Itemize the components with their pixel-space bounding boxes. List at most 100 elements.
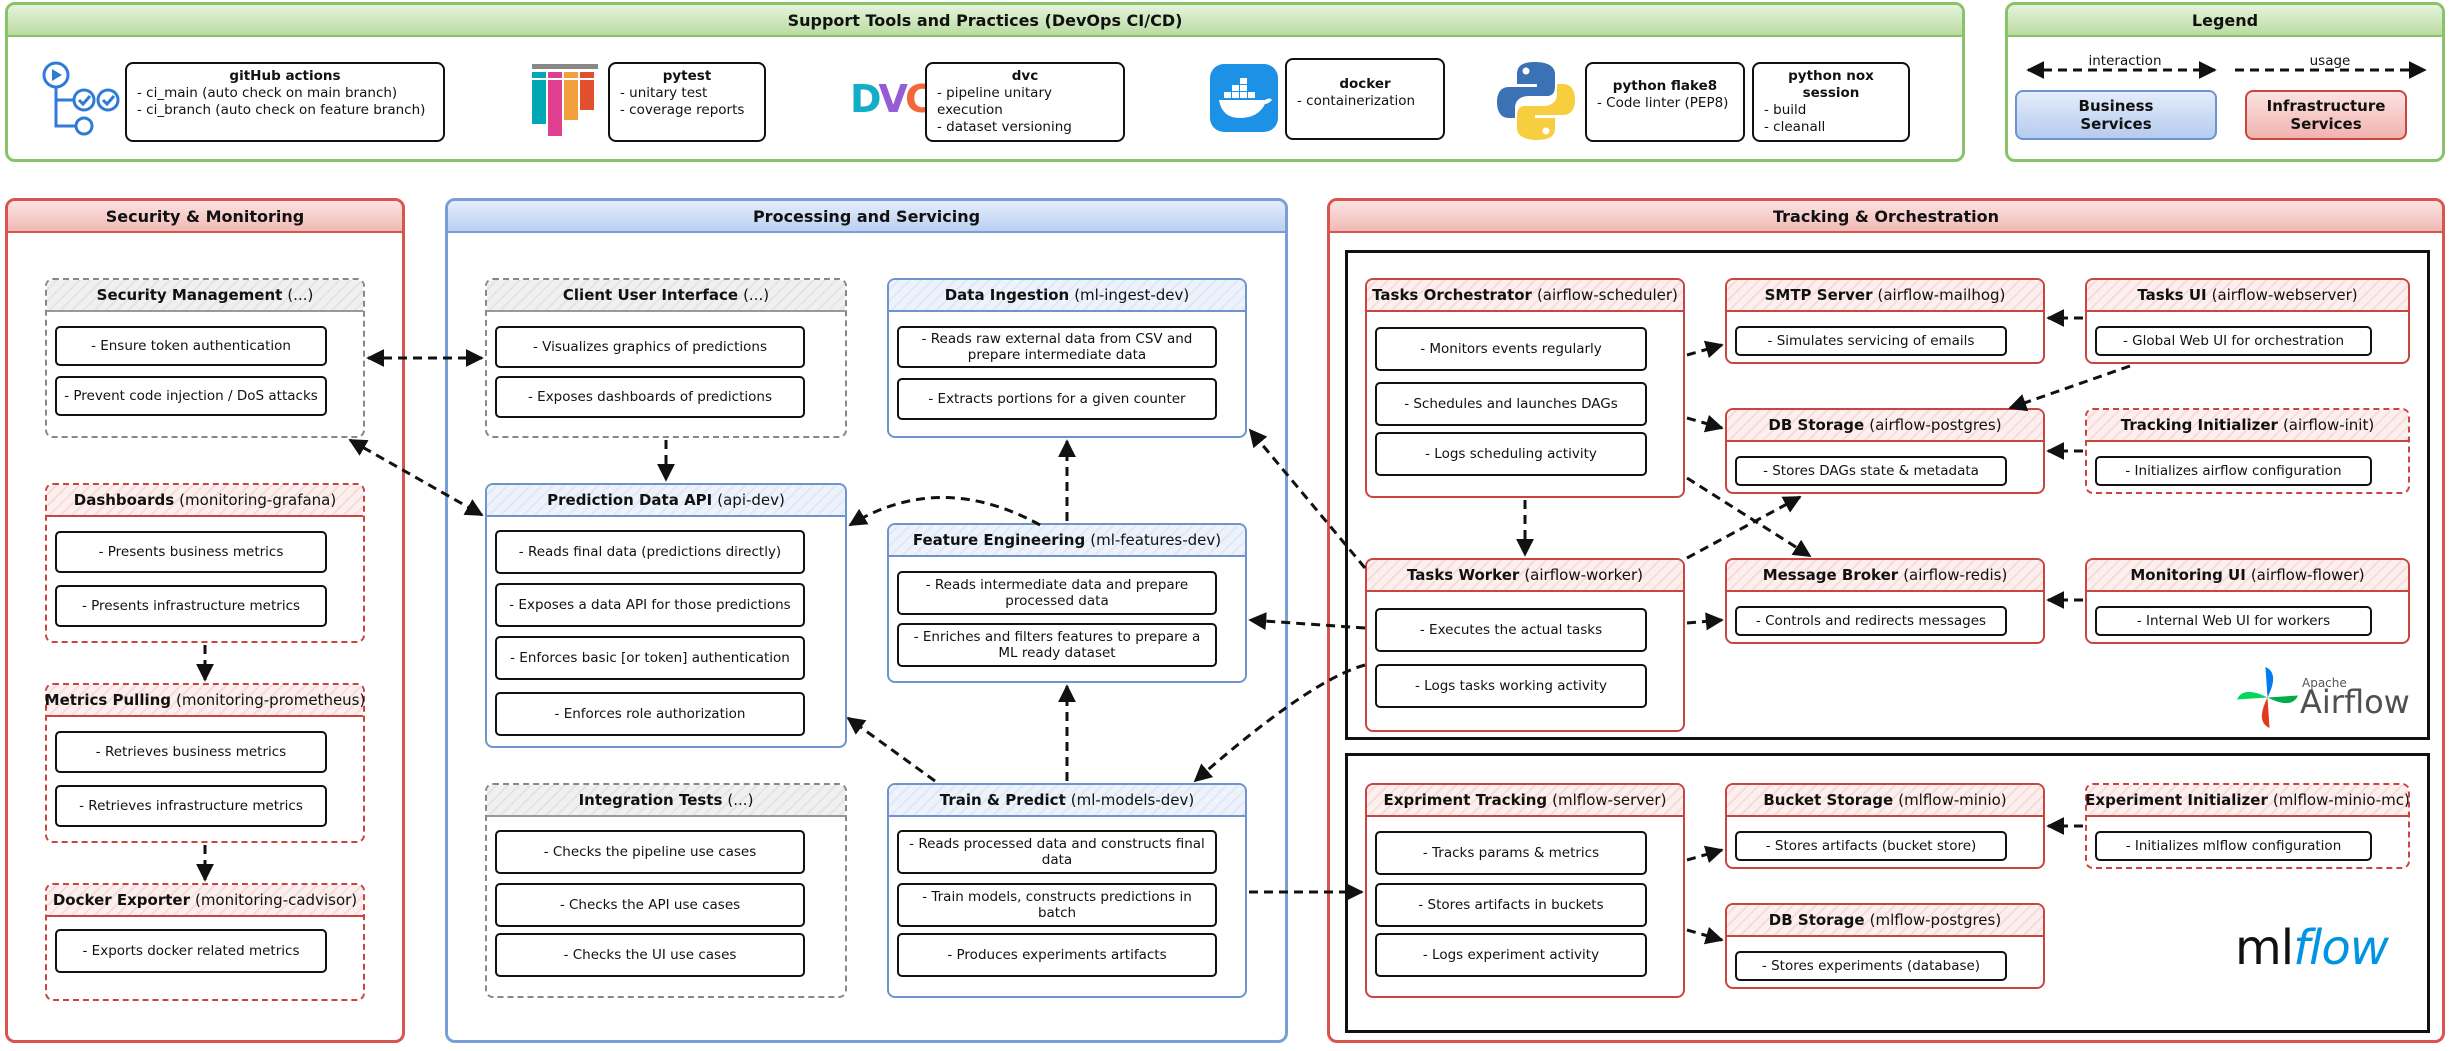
- service-task: - Logs experiment activity: [1375, 933, 1647, 977]
- service-task: - Stores artifacts in buckets: [1375, 883, 1647, 927]
- airflow-frame: [1345, 250, 2430, 740]
- service-task: - Internal Web UI for workers: [2095, 606, 2372, 636]
- tracking-orchestration-title: Tracking & Orchestration: [1330, 201, 2442, 233]
- dvc-box: dvc - pipeline unitary execution - datas…: [925, 62, 1125, 142]
- feature-engineering-service: Feature Engineering(ml-features-dev) - R…: [887, 523, 1247, 683]
- service-task: - Enriches and filters features to prepa…: [897, 623, 1217, 667]
- integration-tests-service: Integration Tests(...) - Checks the pipe…: [485, 783, 847, 998]
- orchestrator-broker-arrow: [1686, 476, 1812, 558]
- tasksui-db-arrow: [2008, 364, 2131, 412]
- service-task: - Monitors events regularly: [1375, 327, 1647, 371]
- dashboards-service: Dashboards(monitoring-grafana) - Present…: [45, 483, 365, 643]
- mlflow-logo-ml: ml: [2235, 920, 2294, 976]
- service-task: - Checks the pipeline use cases: [495, 830, 805, 874]
- smtp-server-service: SMTP Server(airflow-mailhog) - Simulates…: [1725, 278, 2045, 364]
- service-task: - Tracks params & metrics: [1375, 831, 1647, 875]
- support-tools-title: Support Tools and Practices (DevOps CI/C…: [8, 5, 1962, 37]
- experiment-db-arrow: [1686, 926, 1724, 945]
- service-task: - Initializes airflow configuration: [2095, 456, 2372, 486]
- service-task: - Executes the actual tasks: [1375, 608, 1647, 652]
- service-task: - Visualizes graphics of predictions: [495, 326, 805, 368]
- train-predict-service: Train & Predict(ml-models-dev) - Reads p…: [887, 783, 1247, 998]
- service-task: - Exposes a data API for those predictio…: [495, 583, 805, 627]
- monitoring-ui-service: Monitoring UI(airflow-flower) - Internal…: [2085, 558, 2410, 644]
- service-task: - Logs scheduling activity: [1375, 432, 1647, 476]
- airflow-logo-small: Apache: [2302, 676, 2347, 690]
- service-task: - Produces experiments artifacts: [897, 933, 1217, 977]
- service-task: - Reads final data (predictions directly…: [495, 530, 805, 574]
- tasks-orchestrator-service: Tasks Orchestrator(airflow-scheduler) - …: [1365, 278, 1685, 498]
- python-flake8-box: python flake8 - Code linter (PEP8): [1585, 62, 1745, 142]
- orchestrator-smtp-arrow: [1686, 340, 1724, 359]
- legend-usage-label: usage: [2309, 53, 2351, 69]
- service-task: - Enforces basic [or token] authenticati…: [495, 636, 805, 680]
- python-nox-box: python nox session - build - cleanall: [1752, 62, 1910, 142]
- service-task: - Enforces role authorization: [495, 692, 805, 736]
- docker-box: docker - containerization: [1285, 58, 1445, 140]
- bucket-storage-service: Bucket Storage(mlflow-minio) - Stores ar…: [1725, 783, 2045, 869]
- airflow-db-storage-service: DB Storage(airflow-postgres) - Stores DA…: [1725, 408, 2045, 494]
- airflow-logo-icon: [2237, 667, 2298, 728]
- pytest-box: pytest - unitary test - coverage reports: [608, 62, 766, 142]
- train-api-arrow: [846, 716, 936, 783]
- service-task: - Checks the API use cases: [495, 883, 805, 927]
- worker-broker-arrow: [1686, 612, 1724, 631]
- mlflow-logo-flow: flow: [2293, 920, 2389, 976]
- features-api-arrow: [848, 496, 1041, 527]
- github-actions-box: gitHub actions - ci_main (auto check on …: [125, 62, 445, 142]
- legend-infrastructure-box: Infrastructure Services: [2245, 90, 2407, 140]
- service-task: - Schedules and launches DAGs: [1375, 382, 1647, 426]
- service-task: - Initializes mlflow configuration: [2095, 831, 2372, 861]
- mlflow-db-storage-service: DB Storage(mlflow-postgres) - Stores exp…: [1725, 903, 2045, 989]
- service-task: - Reads processed data and constructs fi…: [897, 830, 1217, 874]
- client-user-interface-service: Client User Interface(...) - Visualizes …: [485, 278, 847, 438]
- service-task: - Prevent code injection / DoS attacks: [55, 376, 327, 416]
- service-task: - Reads intermediate data and prepare pr…: [897, 571, 1217, 615]
- service-task: - Stores DAGs state & metadata: [1735, 456, 2007, 486]
- service-task: - Retrieves business metrics: [55, 731, 327, 773]
- service-task: - Checks the UI use cases: [495, 933, 805, 977]
- prediction-data-api-service: Prediction Data API(api-dev) - Reads fin…: [485, 483, 847, 748]
- processing-servicing-title: Processing and Servicing: [448, 201, 1285, 233]
- legend-business-box: Business Services: [2015, 90, 2217, 140]
- data-ingestion-service: Data Ingestion(ml-ingest-dev) - Reads ra…: [887, 278, 1247, 438]
- mlflow-logo: mlflow: [2235, 920, 2389, 976]
- github-actions-icon: [42, 61, 120, 136]
- service-task: - Retrieves infrastructure metrics: [55, 785, 327, 827]
- experiment-bucket-arrow: [1686, 845, 1724, 864]
- security-api-arrow: [348, 438, 484, 517]
- legend-title: Legend: [2008, 5, 2442, 37]
- service-task: - Stores artifacts (bucket store): [1735, 831, 2007, 861]
- security-management-service: Security Management(...) - Ensure token …: [45, 278, 365, 438]
- service-task: - Global Web UI for orchestration: [2095, 326, 2372, 356]
- security-monitoring-title: Security & Monitoring: [8, 201, 402, 233]
- tasks-ui-service: Tasks UI(airflow-webserver) - Global Web…: [2085, 278, 2410, 364]
- message-broker-service: Message Broker(airflow-redis) - Controls…: [1725, 558, 2045, 644]
- service-task: - Presents business metrics: [55, 531, 327, 573]
- service-task: - Extracts portions for a given counter: [897, 378, 1217, 420]
- service-task: - Logs tasks working activity: [1375, 664, 1647, 708]
- worker-db-arrow: [1686, 495, 1802, 560]
- worker-train-arrow: [1193, 663, 1366, 783]
- python-icon: [1497, 62, 1575, 140]
- metrics-pulling-service: Metrics Pulling(monitoring-prometheus) -…: [45, 683, 365, 843]
- service-task: - Simulates servicing of emails: [1735, 326, 2007, 356]
- pytest-icon: [532, 64, 598, 136]
- service-task: - Exposes dashboards of predictions: [495, 376, 805, 418]
- tracking-initializer-service: Tracking Initializer(airflow-init) - Ini…: [2085, 408, 2410, 494]
- docker-icon: [1210, 64, 1278, 132]
- service-task: - Controls and redirects messages: [1735, 606, 2007, 636]
- airflow-logo-text: Airflow: [2300, 683, 2410, 721]
- orchestrator-db-arrow: [1686, 414, 1724, 433]
- experiment-initializer-service: Experiment Initializer(mlflow-minio-mc) …: [2085, 783, 2410, 869]
- service-task: - Train models, constructs predictions i…: [897, 883, 1217, 927]
- service-task: - Reads raw external data from CSV and p…: [897, 326, 1217, 368]
- tasks-worker-service: Tasks Worker(airflow-worker) - Executes …: [1365, 558, 1685, 732]
- experiment-tracking-service: Expriment Tracking(mlflow-server) - Trac…: [1365, 783, 1685, 998]
- service-task: - Stores experiments (database): [1735, 951, 2007, 981]
- service-task: - Presents infrastructure metrics: [55, 585, 327, 627]
- service-task: - Ensure token authentication: [55, 326, 327, 366]
- worker-ingest-arrow: [1248, 428, 1367, 569]
- worker-features-arrow: [1248, 612, 1366, 631]
